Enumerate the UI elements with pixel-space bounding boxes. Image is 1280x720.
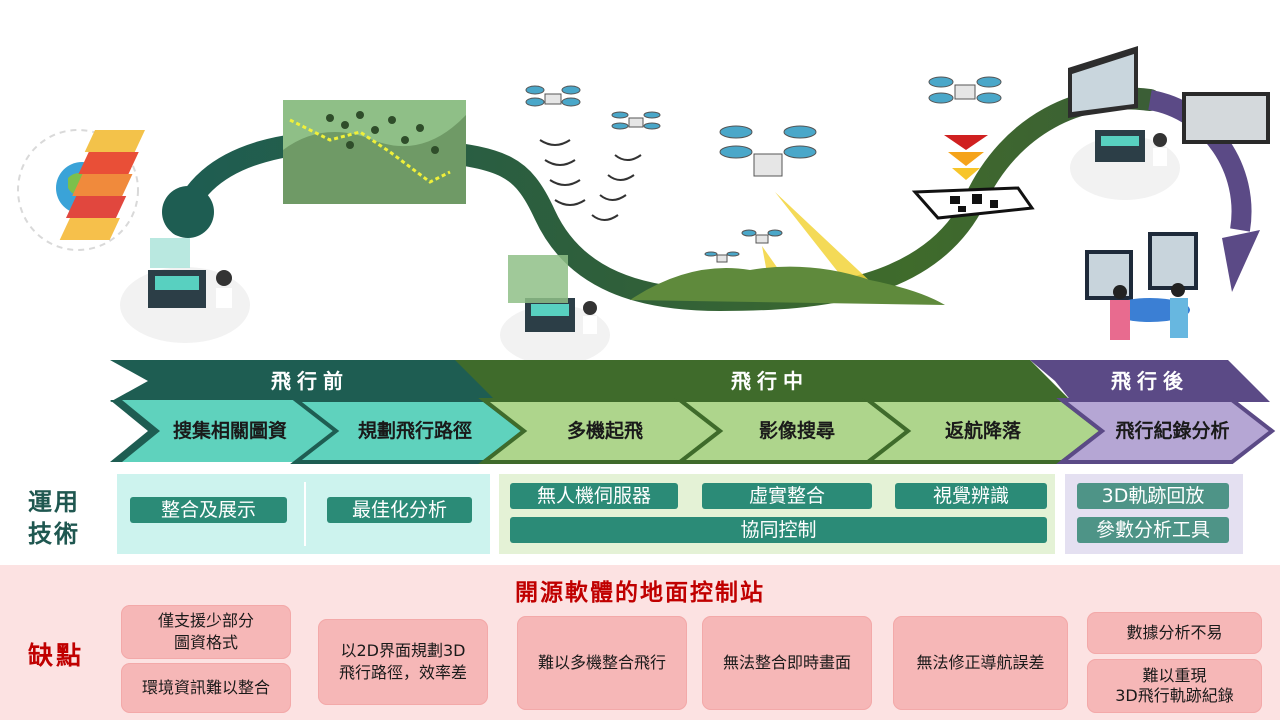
tech-chip-optimization: 最佳化分析: [327, 497, 472, 523]
tech-title-line2: 技術: [28, 520, 80, 548]
post-flight-arrowhead: [1222, 230, 1260, 292]
phase-label-during: 飛行中: [731, 369, 809, 393]
drawback-item-2d-planning: 以2D界面規劃3D 飛行路徑，效率差: [318, 619, 488, 705]
operator-console-icon: [1070, 130, 1180, 200]
operator-console-icon: [500, 255, 610, 360]
drawback-item-data-analysis: 數據分析不易: [1087, 612, 1262, 654]
step-label-log-analysis: 飛行紀錄分析: [1115, 420, 1230, 442]
phase-band-pre: [110, 360, 520, 402]
tech-chip-integration-display: 整合及展示: [130, 497, 287, 523]
map-layers-icon: [17, 129, 145, 251]
tech-chip-param-analysis: 參數分析工具: [1077, 517, 1229, 543]
phase-band-during: [455, 360, 1072, 402]
monitor-screens-icon: [1068, 46, 1270, 144]
drawback-item-env-info: 環境資訊難以整合: [121, 663, 291, 713]
step-label-plan-path: 規劃飛行路徑: [357, 420, 472, 442]
flight-process-illustration: [17, 46, 1270, 360]
panel-divider: [304, 482, 306, 546]
post-flight-path: [1147, 90, 1252, 232]
path-start-node: [162, 186, 214, 238]
tech-chip-3d-replay: 3D軌跡回放: [1077, 483, 1229, 509]
step-label-image-search: 影像搜尋: [758, 420, 835, 442]
step-label-multi-takeoff: 多機起飛: [566, 420, 643, 442]
drawback-item-nav-error: 無法修正導航誤差: [893, 616, 1068, 710]
drawback-title: 開源軟體的地面控制站: [515, 580, 765, 606]
step-chevron-6: [1056, 398, 1276, 464]
drawback-item-3d-track: 難以重現 3D飛行軌跡紀錄: [1087, 659, 1262, 713]
tech-chip-virtual-real: 虛實整合: [702, 483, 872, 509]
terrain-map-icon: [283, 100, 466, 204]
tech-title-line1: 運用: [28, 488, 80, 516]
drawback-item-multi-drone: 難以多機整合飛行: [517, 616, 687, 710]
signal-waves: [539, 139, 642, 221]
tech-chip-drone-server: 無人機伺服器: [510, 483, 678, 509]
phase-banner: [110, 360, 1276, 464]
team-meeting-icon: [1085, 232, 1198, 340]
step-label-return-landing: 返航降落: [944, 420, 1021, 442]
step-label-collect-maps: 搜集相關圖資: [172, 420, 287, 442]
drone-icon: [525, 76, 1002, 263]
mountain-terrain: [630, 266, 945, 305]
step-chevron-1: [122, 400, 336, 462]
tech-chip-visual-recognition: 視覺辨識: [895, 483, 1047, 509]
tech-chip-cooperative-control: 協同控制: [510, 517, 1047, 543]
drawback-item-realtime-video: 無法整合即時畫面: [702, 616, 872, 710]
phase-label-post: 飛行後: [1111, 369, 1189, 393]
camera-beam: [775, 192, 890, 300]
phase-label-pre: 飛行前: [271, 369, 349, 393]
landing-marker-icon: [911, 135, 1035, 220]
drawback-label: 缺點: [28, 641, 85, 670]
phase-band-post: [1030, 360, 1270, 402]
drawback-item-map-formats: 僅支援少部分 圖資格式: [121, 605, 291, 659]
operator-console-icon: [120, 238, 250, 343]
